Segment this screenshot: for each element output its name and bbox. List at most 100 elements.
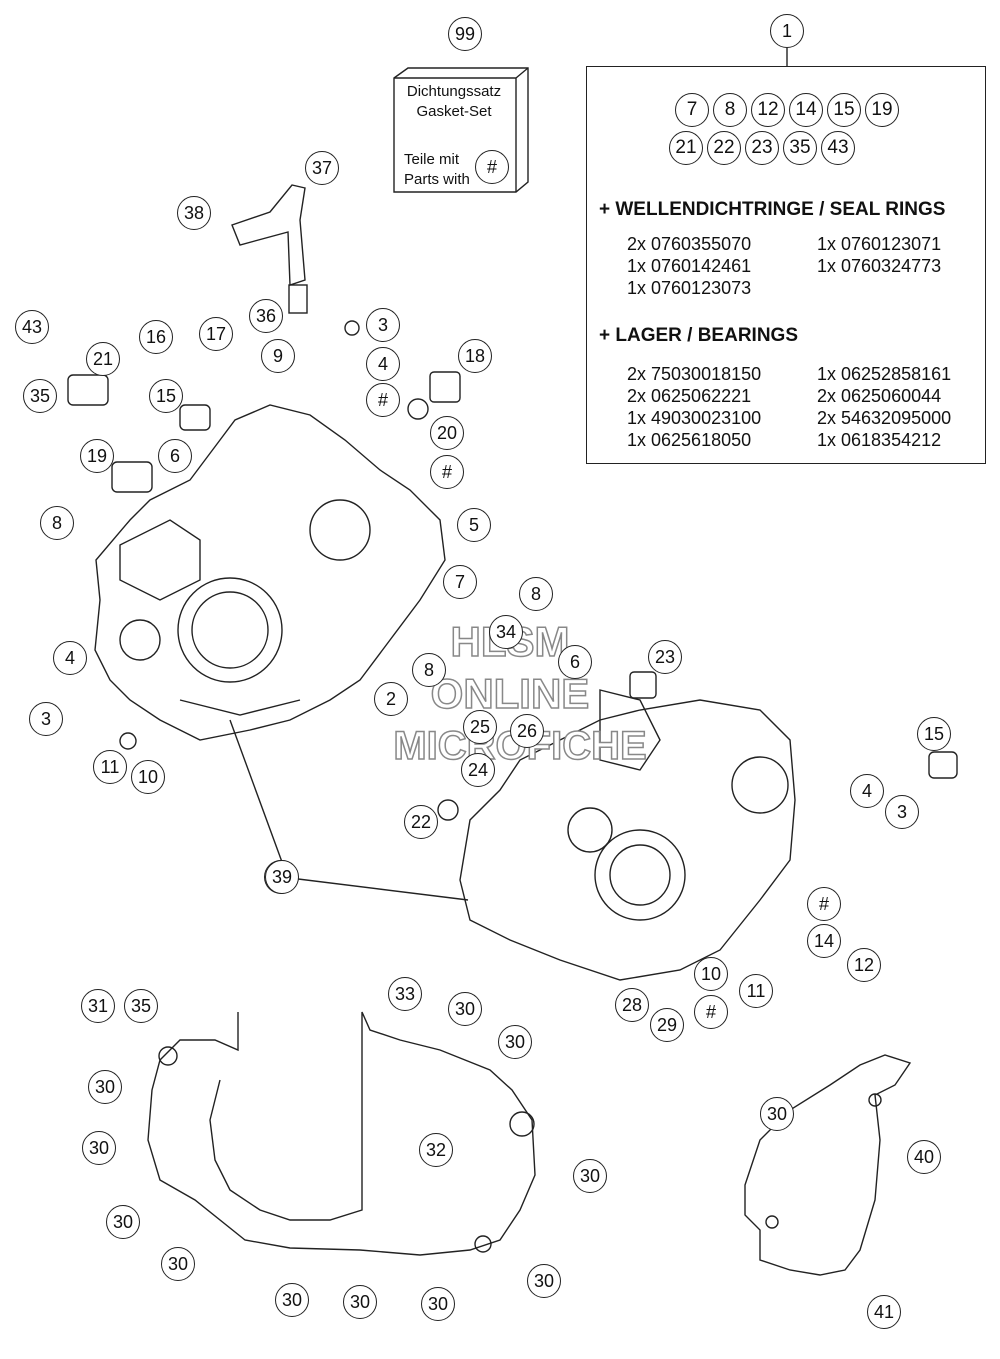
balloon: 23	[745, 131, 779, 165]
balloon: 43	[821, 131, 855, 165]
callout-balloon: 22	[404, 805, 438, 839]
bearings-list: 2x 75030018150 1x 06252858161 2x 0625062…	[627, 363, 987, 451]
callout-balloon: 34	[489, 615, 523, 649]
part-entry: 2x 0760355070	[627, 234, 752, 254]
callout-balloon: 30	[498, 1025, 532, 1059]
callout-balloon: 8	[519, 577, 553, 611]
balloon: 8	[713, 93, 747, 127]
callout-balloon: 20	[430, 416, 464, 450]
callout-balloon: 26	[510, 714, 544, 748]
callout-balloon: 35	[124, 989, 158, 1023]
balloon: 21	[669, 131, 703, 165]
callout-balloon: 7	[443, 565, 477, 599]
part-entry: 1x 0760142461	[627, 256, 752, 276]
callout-balloon: 3	[29, 702, 63, 736]
callout-balloon: 3	[366, 308, 400, 342]
part-entry: 1x 0625618050	[627, 430, 752, 450]
part-entry: 1x 0618354212	[817, 430, 942, 450]
callout-balloon: #	[366, 383, 400, 417]
callout-balloon: 30	[275, 1283, 309, 1317]
callout-balloon: 31	[81, 989, 115, 1023]
balloon: 19	[865, 93, 899, 127]
part-entry: 1x 0760123071	[817, 234, 942, 254]
callout-balloon: 30	[88, 1070, 122, 1104]
callout-balloon: 2	[374, 682, 408, 716]
callout-balloon: 19	[80, 439, 114, 473]
callout-balloon: 4	[53, 641, 87, 675]
balloon: 15	[827, 93, 861, 127]
balloon: 35	[783, 131, 817, 165]
callout-balloon: 29	[650, 1008, 684, 1042]
callout-balloon: 30	[106, 1205, 140, 1239]
callout-balloon: 4	[850, 774, 884, 808]
info-ref-balloon: 1	[770, 14, 804, 48]
callout-balloon: 30	[343, 1285, 377, 1319]
watermark-line2: ONLINE	[430, 669, 590, 718]
callout-balloon: 18	[458, 339, 492, 373]
part-entry: 2x 0625060044	[817, 386, 942, 406]
callout-balloon: #	[430, 455, 464, 489]
callout-balloon: 17	[199, 317, 233, 351]
kit-number-balloon: 99	[448, 17, 482, 51]
part-entry: 1x 06252858161	[817, 364, 952, 384]
callout-balloon: 37	[305, 151, 339, 185]
kit-label-en: Gasket-Set	[416, 103, 492, 120]
callout-balloon: 30	[448, 992, 482, 1026]
callout-balloon: 24	[461, 753, 495, 787]
part-entry	[817, 277, 987, 299]
part-entry: 1x 0760324773	[817, 256, 942, 276]
callout-balloon: #	[807, 887, 841, 921]
callout-balloon: 10	[131, 760, 165, 794]
callout-balloon: 30	[161, 1247, 195, 1281]
callout-balloon: 30	[82, 1131, 116, 1165]
callout-balloon: 11	[739, 974, 773, 1008]
callout-balloon: 8	[412, 653, 446, 687]
callout-balloon: 9	[261, 339, 295, 373]
balloon: 14	[789, 93, 823, 127]
balloon: 12	[751, 93, 785, 127]
callout-balloon: 30	[421, 1287, 455, 1321]
callout-balloon: 30	[527, 1264, 561, 1298]
callout-balloon: 30	[760, 1097, 794, 1131]
seal-rings-title: + WELLENDICHTRINGE / SEAL RINGS	[599, 199, 946, 220]
part-entry: 2x 75030018150	[627, 364, 762, 384]
balloon: 22	[707, 131, 741, 165]
callout-balloon: 15	[149, 379, 183, 413]
callout-balloon: 30	[573, 1159, 607, 1193]
callout-balloon: 35	[23, 379, 57, 413]
callout-balloon: 3	[885, 795, 919, 829]
callout-balloon: 36	[249, 299, 283, 333]
callout-balloon: 40	[907, 1140, 941, 1174]
kit-label-de: Dichtungssatz	[406, 83, 502, 100]
callout-balloon: 8	[40, 506, 74, 540]
callout-balloon: #	[694, 995, 728, 1029]
part-entry: 1x 49030023100	[627, 408, 762, 428]
bearings-title: + LAGER / BEARINGS	[599, 325, 798, 346]
callout-balloon: 6	[558, 645, 592, 679]
callout-balloon: 15	[917, 717, 951, 751]
callout-balloon: 25	[463, 710, 497, 744]
part-entry: 1x 0760123073	[627, 278, 752, 298]
callout-balloon: 32	[419, 1133, 453, 1167]
kit-marker-balloon: #	[475, 150, 509, 184]
callout-balloon: 12	[847, 948, 881, 982]
callout-balloon: 11	[93, 750, 127, 784]
callout-balloon: 23	[648, 640, 682, 674]
included-balloons: 7 8 12 14 15 19 21 22 23 35 43	[667, 93, 907, 169]
callout-balloon: 43	[15, 310, 49, 344]
callout-balloon: 5	[457, 508, 491, 542]
callout-balloon: 21	[86, 342, 120, 376]
included-parts-box: 7 8 12 14 15 19 21 22 23 35 43 + WELLEND…	[586, 66, 986, 464]
callout-balloon: 38	[177, 196, 211, 230]
callout-balloon: 4	[366, 347, 400, 381]
balloon: 7	[675, 93, 709, 127]
part-entry: 2x 0625062221	[627, 386, 752, 406]
seal-rings-list: 2x 0760355070 1x 0760123071 1x 076014246…	[627, 233, 987, 299]
callout-balloon: 41	[867, 1295, 901, 1329]
callout-balloon: 14	[807, 924, 841, 958]
kit-parts-de: Teile mit	[404, 151, 460, 168]
callout-balloon: 6	[158, 439, 192, 473]
callout-balloon: 33	[388, 977, 422, 1011]
callout-balloon: 39	[265, 860, 299, 894]
callout-balloon: 10	[694, 957, 728, 991]
